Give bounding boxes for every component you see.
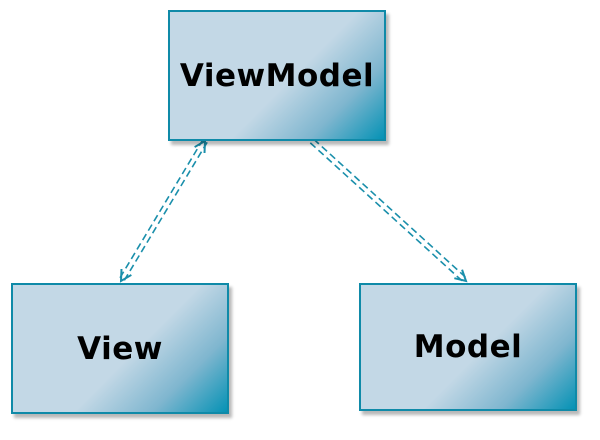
model-label: Model: [413, 329, 523, 365]
viewmodel-view-arrowhead-end: [119, 268, 132, 283]
edge-group: [118, 138, 469, 284]
viewmodel-box: ViewModel: [168, 10, 386, 141]
viewmodel-model-connector-line-b: [313, 138, 469, 280]
viewmodel-view-arrowhead-start: [194, 139, 207, 154]
viewmodel-view-connector-line-b: [122, 141, 208, 283]
viewmodel-model-arrowhead-end: [454, 269, 468, 283]
viewmodel-view-connector-line-a: [118, 139, 204, 281]
model-box: Model: [359, 283, 577, 411]
viewmodel-label: ViewModel: [179, 57, 375, 94]
view-box: View: [11, 283, 229, 414]
view-label: View: [77, 330, 163, 367]
viewmodel-model-connector-line-a: [309, 142, 465, 284]
